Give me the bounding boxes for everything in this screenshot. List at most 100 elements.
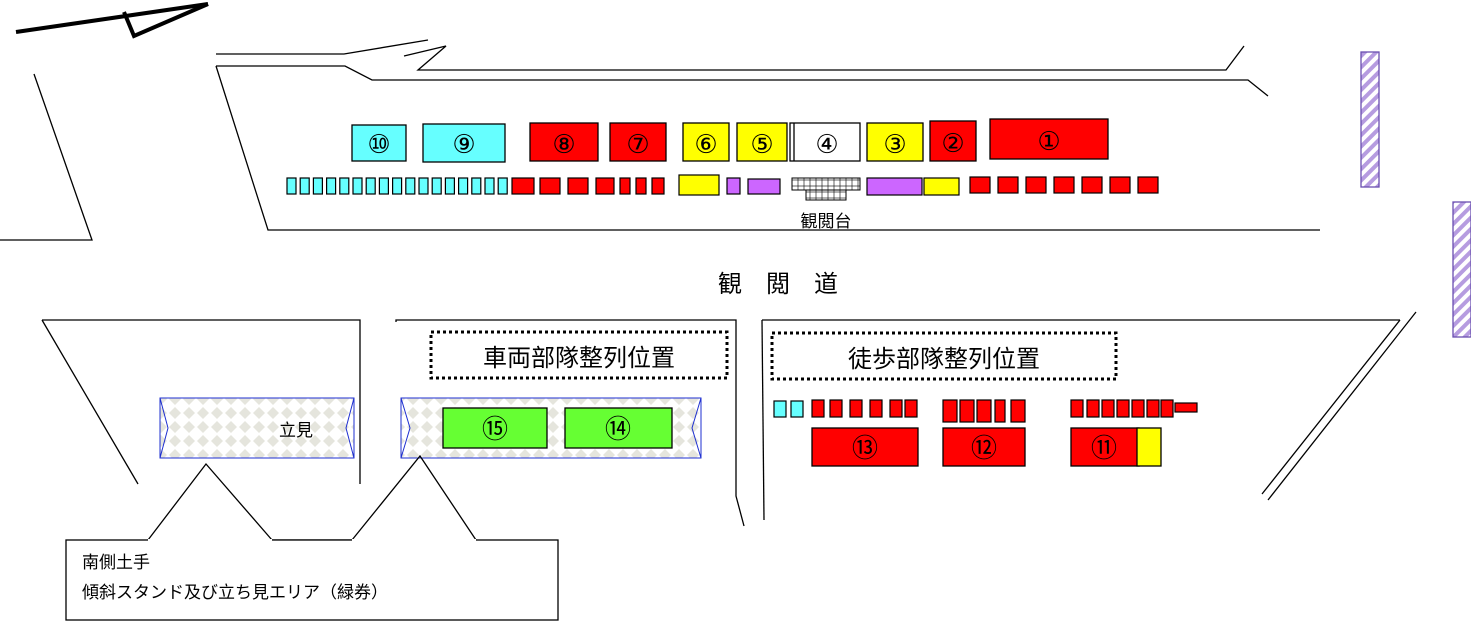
unit-marker: [994, 399, 1006, 423]
block-1: [989, 118, 1109, 160]
block-5: [736, 122, 788, 162]
block-11-label: ⑪: [1091, 434, 1117, 464]
unit-marker: [923, 177, 960, 196]
unit-marker: [726, 177, 741, 195]
block-15: [442, 407, 548, 449]
unit-marker: [1109, 176, 1131, 194]
unit-marker: [1070, 399, 1084, 418]
unit-marker: [959, 399, 975, 423]
unit-marker: [747, 178, 781, 195]
parade-road-label: 観 閲 道: [718, 270, 838, 298]
unit-marker: [511, 177, 535, 195]
unit-marker: [392, 177, 403, 195]
unit-marker: [1116, 399, 1130, 418]
reviewing-stand: [791, 177, 861, 201]
unit-marker: [497, 177, 508, 195]
unit-marker: [471, 177, 482, 195]
block-2-label: ②: [941, 129, 964, 159]
unit-marker: [1131, 399, 1145, 418]
unit-marker: [1146, 399, 1160, 418]
standing-area-west: [159, 397, 355, 459]
block-11-yellow: [1136, 427, 1162, 467]
unit-marker: [619, 177, 631, 195]
unit-marker: [339, 177, 350, 195]
block-4-label: ④: [815, 130, 838, 160]
block-14: [564, 407, 673, 449]
block-2: [929, 120, 977, 162]
unit-marker: [651, 177, 665, 195]
vehicle-area-frame: [429, 330, 729, 380]
unit-marker: [352, 177, 363, 195]
unit-marker: [567, 177, 589, 195]
unit-marker: [484, 177, 495, 195]
unit-marker: [1101, 399, 1115, 418]
unit-marker: [849, 399, 863, 418]
block-6-label: ⑥: [694, 130, 717, 160]
unit-marker: [976, 399, 992, 423]
unit-marker: [595, 177, 615, 195]
wall-north: [1360, 51, 1380, 188]
block-8: [529, 122, 599, 162]
block-1-label: ①: [1037, 127, 1060, 157]
callout-box: [65, 539, 559, 621]
callout-line-2: 傾斜スタンド及び立ち見エリア（緑券）: [82, 583, 388, 603]
block-7: [609, 122, 667, 162]
unit-marker: [1174, 402, 1198, 413]
block-11: [1070, 427, 1140, 467]
road-outlines: [0, 39, 1417, 527]
unit-marker: [458, 177, 469, 195]
unit-marker: [299, 177, 310, 195]
block-15-label: ⑮: [482, 415, 508, 445]
unit-row-south: [773, 399, 1198, 423]
block-6: [682, 122, 730, 162]
unit-marker: [1086, 399, 1100, 418]
unit-marker: [1025, 176, 1047, 194]
unit-marker: [405, 177, 416, 195]
unit-marker: [773, 400, 787, 418]
block-4: [789, 122, 861, 162]
unit-marker: [866, 177, 923, 196]
unit-marker: [539, 177, 561, 195]
north-arrow-icon: [15, 2, 209, 39]
unit-marker: [829, 399, 843, 418]
unit-marker: [1081, 176, 1103, 194]
unit-marker: [869, 399, 883, 418]
unit-marker: [378, 177, 389, 195]
wall-south: [1452, 201, 1471, 338]
unit-marker: [811, 399, 825, 418]
block-5-label: ⑤: [750, 130, 773, 160]
unit-marker: [444, 177, 455, 195]
unit-marker: [312, 177, 323, 195]
unit-marker: [1053, 176, 1075, 194]
block-9-label: ⑨: [452, 130, 475, 160]
unit-marker: [418, 177, 429, 195]
unit-marker: [997, 176, 1019, 194]
unit-marker: [889, 399, 903, 418]
block-12-label: ⑫: [971, 434, 997, 464]
unit-marker: [1137, 176, 1159, 194]
block-13: [811, 427, 919, 467]
unit-marker: [326, 177, 337, 195]
unit-marker: [635, 177, 647, 195]
unit-row-north: [286, 174, 1159, 196]
callout-pointer: [147, 454, 477, 541]
block-7-label: ⑦: [626, 130, 649, 160]
unit-marker: [969, 176, 991, 194]
unit-marker: [904, 399, 918, 418]
block-9: [422, 123, 506, 163]
foot-area-label: 徒歩部隊整列位置: [848, 345, 1040, 373]
callout-line-1: 南側土手: [82, 553, 150, 573]
block-12: [942, 427, 1026, 467]
unit-marker: [431, 177, 442, 195]
unit-marker: [286, 177, 297, 195]
block-13-label: ⑬: [852, 434, 878, 464]
unit-marker: [942, 399, 958, 423]
unit-marker: [1160, 399, 1174, 418]
unit-marker: [1010, 399, 1026, 423]
block-3-label: ③: [883, 130, 906, 160]
foot-area-frame: [770, 331, 1118, 381]
block-8-label: ⑧: [552, 130, 575, 160]
unit-marker: [678, 174, 720, 196]
block-10: [351, 124, 407, 162]
